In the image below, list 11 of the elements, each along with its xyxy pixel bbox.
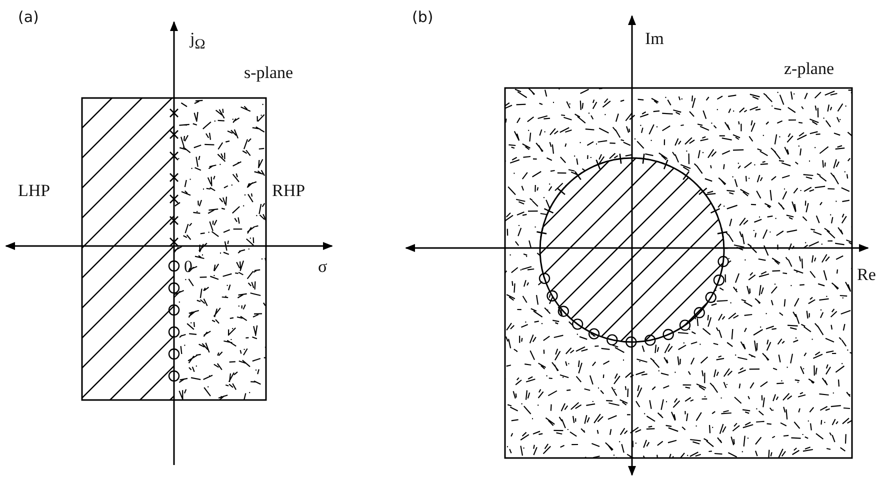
region-label: LHP [18,182,50,199]
axis-label: Re [857,266,876,283]
axis-label: σ [318,258,328,275]
region-label: RHP [272,182,306,199]
axis-label: j$_{Ω}$ [190,30,206,52]
axis-label: Im [645,30,664,47]
panel-label: (b) [412,10,434,25]
panel-label: (a) [18,10,39,25]
plane-label: s-plane [244,64,294,81]
plane-label: z-plane [784,60,834,77]
origin-label: 0 [184,258,192,275]
